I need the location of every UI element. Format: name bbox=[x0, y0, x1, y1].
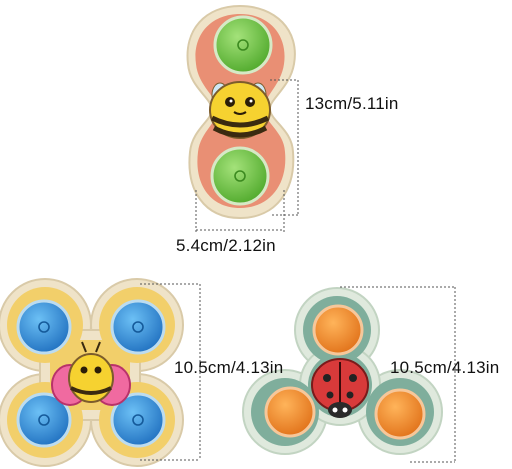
bee-figure bbox=[51, 341, 131, 406]
pop-button bbox=[213, 15, 273, 75]
dimension-lines bbox=[195, 79, 299, 232]
ladybug-figure bbox=[311, 358, 369, 418]
pop-button bbox=[264, 304, 426, 440]
height-label: 13cm/5.11in bbox=[305, 94, 399, 113]
flower-emboss-icon bbox=[38, 321, 144, 426]
bee-spinner-four-arm bbox=[0, 278, 201, 467]
pop-button bbox=[16, 299, 166, 448]
width-label: 5.4cm/2.12in bbox=[176, 236, 276, 255]
pop-button bbox=[210, 146, 270, 206]
bee-spinner-two-arm bbox=[186, 4, 299, 232]
flower-emboss-icon bbox=[234, 39, 249, 182]
ladybug-spinner-three-arm bbox=[242, 286, 456, 463]
size-label: 10.5cm/4.13in bbox=[390, 358, 500, 377]
size-label: 10.5cm/4.13in bbox=[174, 358, 284, 377]
dimension-lines bbox=[340, 286, 456, 463]
bee-figure bbox=[209, 81, 271, 139]
dimension-lines bbox=[140, 283, 201, 461]
